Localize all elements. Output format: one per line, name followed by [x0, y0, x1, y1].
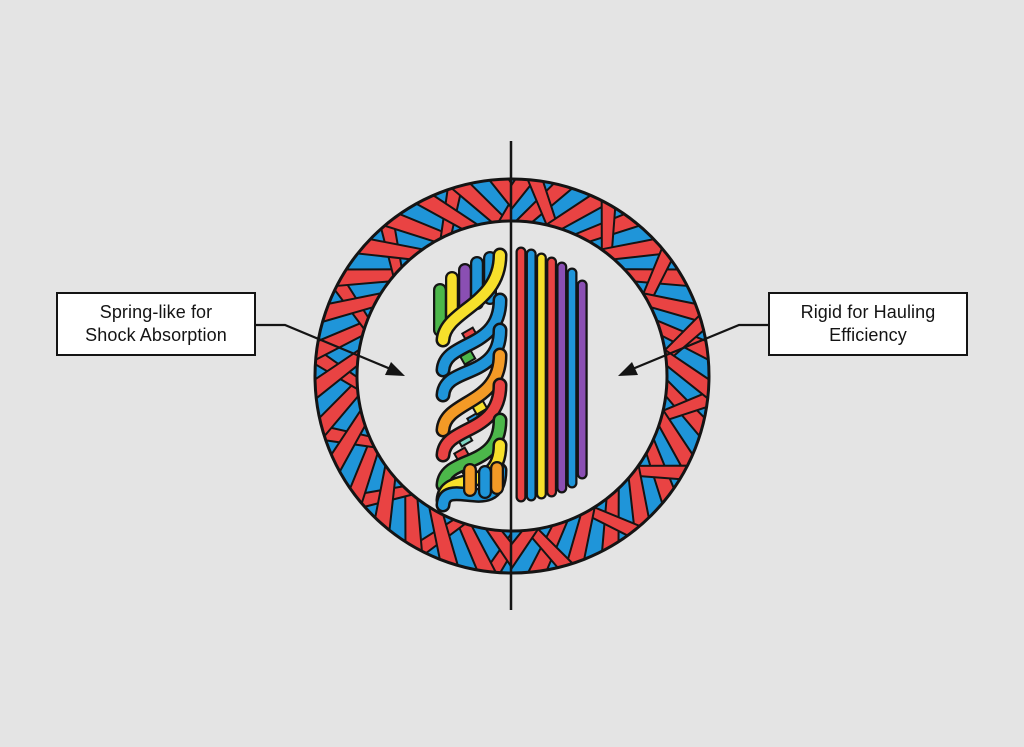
rigid-label-line2: Efficiency — [829, 325, 907, 345]
spring-like-label-line2: Shock Absorption — [85, 325, 227, 345]
twisted-strand — [438, 380, 505, 460]
twisted-strand — [438, 325, 505, 400]
twisted-strand — [438, 295, 505, 375]
twisted-strands-core — [433, 247, 508, 513]
left-leader-arrow — [256, 323, 405, 376]
right-leader-arrow — [618, 323, 768, 376]
spring-like-label: Spring-like for Shock Absorption — [56, 292, 256, 356]
twisted-strand — [438, 250, 505, 345]
spring-like-label-line1: Spring-like for — [99, 302, 213, 322]
twisted-strand — [438, 415, 505, 490]
rigid-label-line1: Rigid for Hauling — [800, 302, 936, 322]
twisted-strand — [438, 350, 505, 435]
straight-strands-core — [515, 246, 588, 503]
rigid-label: Rigid for Hauling Efficiency — [768, 292, 968, 356]
